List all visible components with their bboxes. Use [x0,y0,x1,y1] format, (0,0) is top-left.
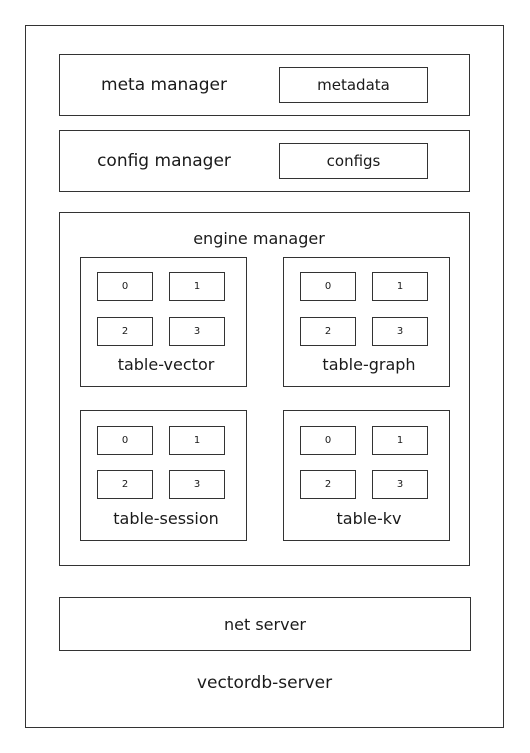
table-vector-cell-3: 3 [169,317,225,346]
table-vector-cell-0: 0 [97,272,153,301]
table-kv-cell-3: 3 [372,470,428,499]
table-vector-label: table-vector [117,355,215,374]
table-session-cell-0: 0 [97,426,153,455]
net-server-box: net server [59,597,471,651]
metadata-label: metadata [317,76,390,94]
table-vector-cell-1: 1 [169,272,225,301]
configs-label: configs [326,152,381,170]
table-session-cell-1: 1 [169,426,225,455]
table-graph-cell-2: 2 [300,317,356,346]
table-graph-cell-1: 1 [372,272,428,301]
table-kv-cell-1: 1 [372,426,428,455]
table-kv-cell-0: 0 [300,426,356,455]
table-session-label: table-session [113,509,219,528]
config-manager-label: config manager [97,151,231,171]
meta-manager-label: meta manager [101,75,227,95]
table-session-cell-2: 2 [97,470,153,499]
net-server-label: net server [224,614,306,634]
table-kv-cell-2: 2 [300,470,356,499]
configs-box: configs [279,143,428,179]
table-kv-label: table-kv [336,509,402,528]
table-graph-cell-3: 3 [372,317,428,346]
table-vector-cell-2: 2 [97,317,153,346]
vectordb-server-label: vectordb-server [196,673,333,693]
table-session-cell-3: 3 [169,470,225,499]
metadata-box: metadata [279,67,428,103]
table-graph-cell-0: 0 [300,272,356,301]
table-graph-label: table-graph [322,355,416,374]
engine-manager-label: engine manager [193,229,325,248]
